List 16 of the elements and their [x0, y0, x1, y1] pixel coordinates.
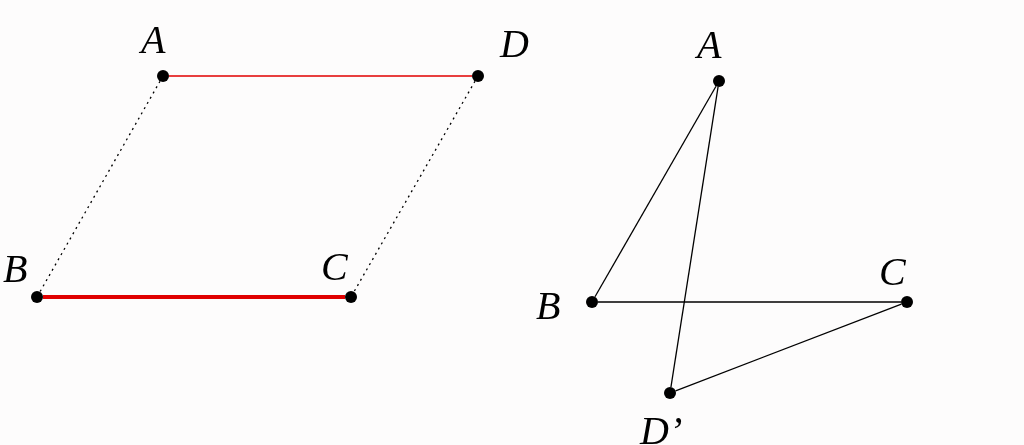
- dotted-segment: [353, 80, 476, 293]
- line-segment: [674, 303, 903, 392]
- dotted-segment: [39, 80, 161, 293]
- line-segment: [168, 75, 473, 77]
- point-label: C: [321, 247, 348, 287]
- point-label: A: [141, 20, 166, 60]
- point-label: B: [3, 249, 28, 289]
- point-label: D: [500, 24, 529, 64]
- point-label: A: [697, 25, 722, 65]
- line-segment: [597, 301, 902, 303]
- line-segment: [594, 85, 717, 298]
- point-label: C: [879, 252, 906, 292]
- point-label: D’: [640, 411, 683, 445]
- line-segment: [670, 86, 719, 388]
- point-label: B: [536, 286, 561, 326]
- line-segment: [43, 295, 345, 299]
